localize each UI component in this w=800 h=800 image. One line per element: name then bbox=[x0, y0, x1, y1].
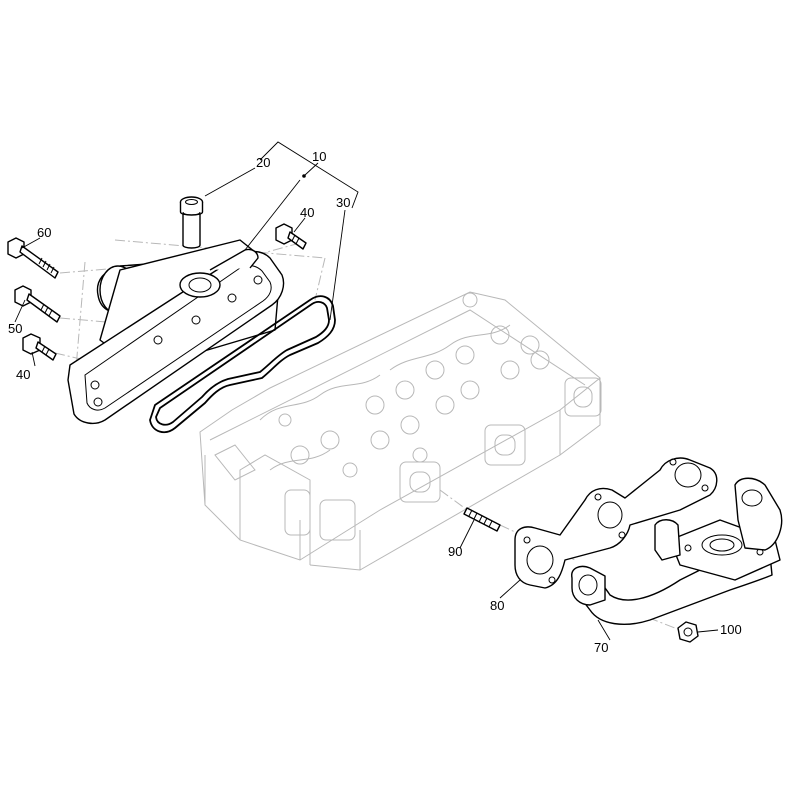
callout-10: 10 bbox=[312, 149, 326, 164]
callout-100: 100 bbox=[720, 622, 742, 637]
bolt-40-right bbox=[275, 223, 307, 250]
cylinder-head-ghost bbox=[199, 291, 602, 571]
callout-40-left: 40 bbox=[16, 367, 30, 382]
bolt-50 bbox=[14, 285, 61, 323]
callout-labels: 10 20 30 40 60 50 40 90 80 70 100 bbox=[8, 149, 742, 655]
callout-80: 80 bbox=[490, 598, 504, 613]
exhaust-gasket bbox=[514, 457, 718, 589]
bolt-40-left bbox=[22, 333, 57, 361]
callout-30: 30 bbox=[336, 195, 350, 210]
thermostat-sleeve bbox=[179, 196, 204, 249]
callout-60: 60 bbox=[37, 225, 51, 240]
callout-70: 70 bbox=[594, 640, 608, 655]
bolt-60 bbox=[7, 237, 59, 279]
callout-40-right: 40 bbox=[300, 205, 314, 220]
exhaust-manifold bbox=[571, 477, 783, 625]
callout-90: 90 bbox=[448, 544, 462, 559]
stud bbox=[463, 507, 501, 532]
callout-50: 50 bbox=[8, 321, 22, 336]
flange-nut bbox=[677, 621, 699, 643]
callout-20: 20 bbox=[256, 155, 270, 170]
leader-lines bbox=[14, 141, 719, 641]
thermostat-housing bbox=[67, 239, 285, 425]
